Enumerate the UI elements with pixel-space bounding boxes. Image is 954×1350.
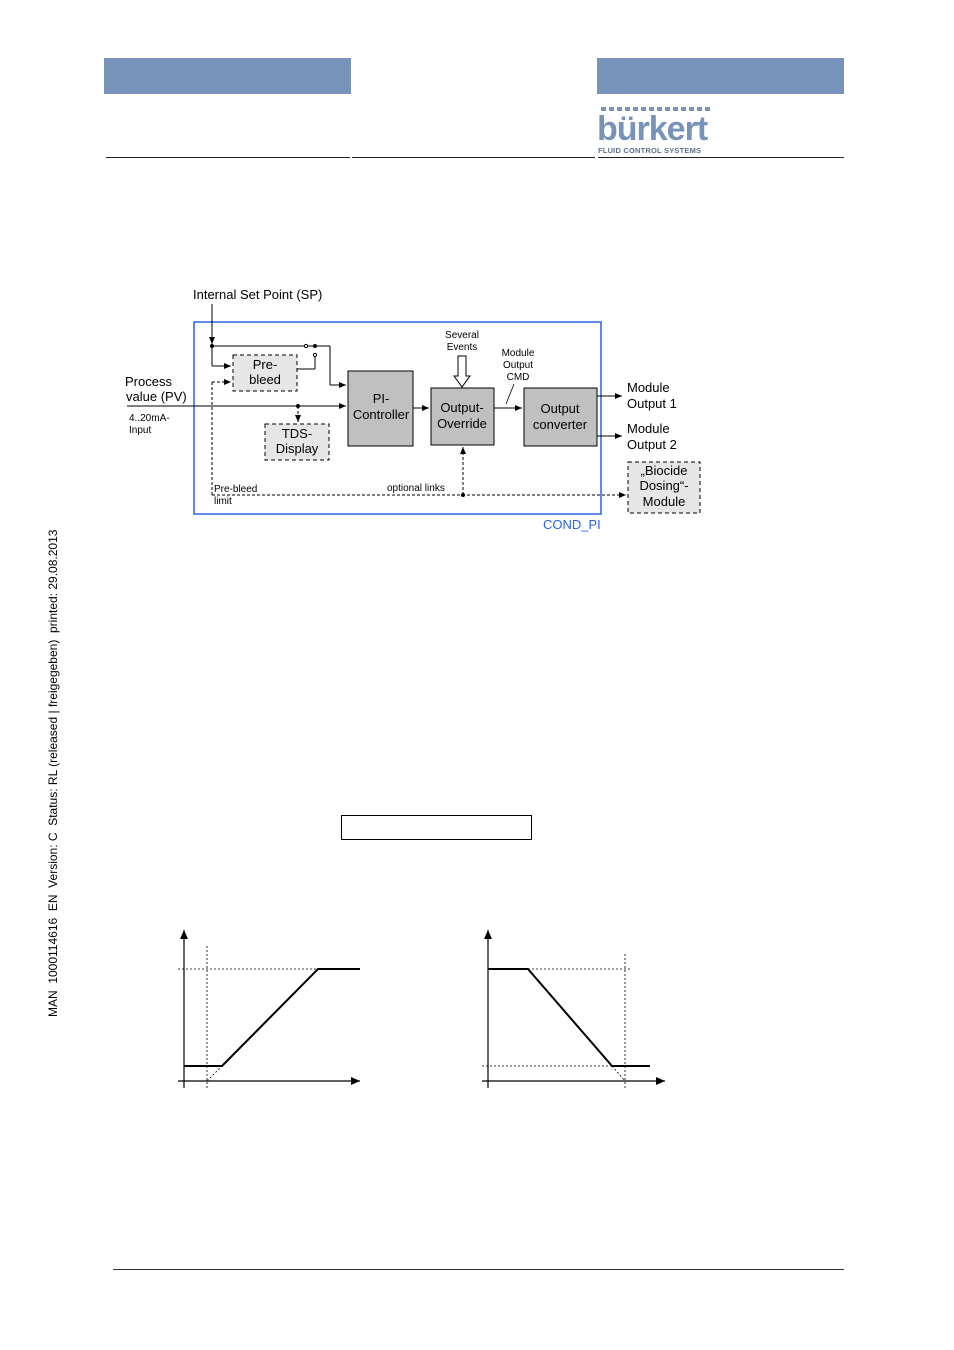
prebleed-limit-label-2: limit bbox=[214, 496, 232, 507]
prebleed-block bbox=[232, 354, 298, 392]
override-label-1: Output- bbox=[440, 400, 483, 415]
cmd-pointer-line bbox=[505, 383, 515, 405]
logo-wordmark: bürkert bbox=[597, 110, 708, 148]
left-curve bbox=[184, 968, 360, 1067]
output2-label-2: Output 2 bbox=[627, 437, 677, 452]
cmd-label-2: Output bbox=[503, 360, 533, 371]
tds-label-2: Display bbox=[276, 441, 319, 456]
output-converter-block bbox=[523, 387, 598, 447]
events-label-1: Several bbox=[445, 330, 479, 341]
biocide-label-2: Dosing“- bbox=[639, 478, 688, 493]
tds-label-1: TDS- bbox=[282, 426, 312, 441]
biocide-label-1: „Biocide bbox=[641, 463, 688, 478]
events-hollow-arrow bbox=[453, 355, 471, 388]
block-diagram: COND_PI Internal Set Point (SP) Pre- ble… bbox=[125, 287, 701, 532]
prebleed-label-1: Pre- bbox=[253, 357, 278, 372]
header-rule-left bbox=[106, 157, 350, 158]
empty-caption-box bbox=[341, 815, 532, 840]
logo-dots bbox=[601, 107, 710, 111]
converter-label-1: Output bbox=[540, 401, 579, 416]
setpoint-label: Internal Set Point (SP) bbox=[193, 287, 322, 302]
override-label-2: Override bbox=[437, 416, 487, 431]
pi-label-2: Controller bbox=[353, 407, 410, 422]
left-extension-guide bbox=[206, 1065, 223, 1082]
footer-rule bbox=[113, 1269, 844, 1270]
rising-curve-graph bbox=[178, 930, 360, 1088]
right-curve bbox=[488, 968, 650, 1067]
input-label-2: Input bbox=[129, 425, 151, 436]
tds-display-block bbox=[264, 423, 330, 461]
output1-label-1: Module bbox=[627, 380, 670, 395]
cmd-label-1: Module bbox=[502, 348, 535, 359]
pi-label-1: PI- bbox=[373, 391, 390, 406]
characteristic-curves bbox=[178, 930, 665, 1088]
events-label-2: Events bbox=[447, 342, 478, 353]
converter-label-2: converter bbox=[533, 417, 588, 432]
prebleed-limit-label-1: Pre-bleed bbox=[214, 484, 257, 495]
biocide-dosing-module bbox=[627, 461, 701, 514]
logo-tagline: FLUID CONTROL SYSTEMS bbox=[598, 146, 702, 155]
module-border bbox=[193, 321, 602, 515]
header-bar-right bbox=[597, 58, 844, 94]
output2-label-1: Module bbox=[627, 421, 670, 436]
header-bar-left bbox=[104, 58, 351, 94]
burkert-logo: bürkert FLUID CONTROL SYSTEMS bbox=[597, 106, 717, 158]
switch-contact-2 bbox=[312, 352, 318, 358]
falling-curve-graph bbox=[482, 930, 665, 1088]
optional-links-label: optional links bbox=[387, 483, 445, 494]
process-label-1: Process bbox=[125, 374, 172, 389]
process-label-2: value (PV) bbox=[126, 389, 187, 404]
right-extension-guide bbox=[611, 1065, 626, 1082]
output1-label-2: Output 1 bbox=[627, 396, 677, 411]
header-rule-middle bbox=[352, 157, 595, 158]
input-label-1: 4..20mA- bbox=[129, 413, 170, 424]
biocide-label-3: Module bbox=[643, 494, 686, 509]
output-override-block bbox=[430, 387, 495, 446]
cmd-label-3: CMD bbox=[507, 372, 530, 383]
header-rule-right bbox=[598, 157, 844, 158]
prebleed-label-2: bleed bbox=[249, 372, 281, 387]
module-name-label: COND_PI bbox=[543, 517, 601, 532]
